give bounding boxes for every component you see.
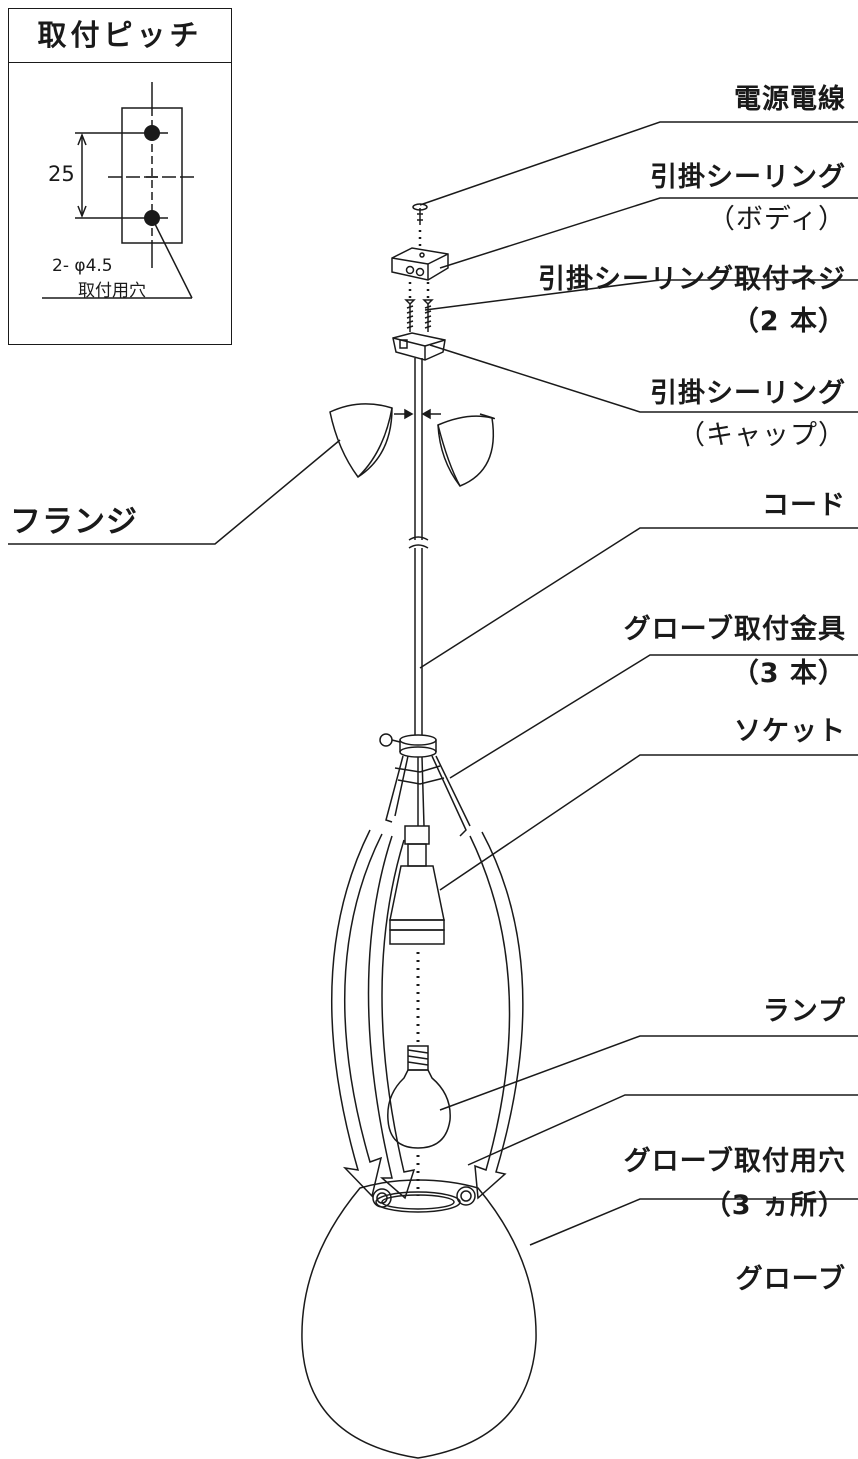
lamp-icon (387, 1045, 451, 1149)
mounting-screws-icon (404, 282, 434, 332)
globe-bracket-hub-icon (379, 733, 437, 758)
hole-spec: 2- φ4.5 (52, 256, 113, 276)
globe-bracket-wires-icon (385, 755, 471, 837)
label-globe-bracket-sub: （3 本） (731, 658, 846, 689)
label-mounting-screws-sub: （2 本） (731, 306, 846, 337)
label-socket: ソケット (734, 716, 846, 747)
leader-lines (8, 121, 858, 1246)
ceiling-cap-icon (392, 332, 446, 361)
label-ceiling-cap: 引掛シーリング (650, 378, 846, 409)
label-globe-holes-sub: （3 ヵ所） (703, 1190, 846, 1221)
cord-icon (408, 358, 429, 735)
power-cable-screw-icon (412, 203, 428, 225)
label-lamp: ランプ (762, 996, 846, 1027)
mounting-hole-dots-icon (144, 125, 160, 226)
label-mounting-screws: 引掛シーリング取付ネジ (538, 264, 846, 295)
assembly-arrows-icon (331, 829, 524, 1200)
flange-right-icon (437, 413, 495, 487)
label-ceiling-cap-sub: （キャップ） (678, 420, 846, 451)
label-ceiling-body: 引掛シーリング (650, 162, 846, 193)
label-cord: コード (762, 490, 846, 521)
mounting-pitch-panel: 取付ピッチ (8, 8, 232, 345)
globe-icon (301, 1179, 537, 1459)
label-flange: フランジ (10, 504, 138, 540)
label-globe-holes: グローブ取付用穴 (623, 1146, 846, 1177)
ceiling-body-icon (391, 247, 449, 281)
flange-left-icon (329, 403, 393, 479)
pitch-title: 取付ピッチ (9, 9, 231, 63)
pitch-dimension: 25 (48, 162, 75, 186)
hole-label: 取付用穴 (78, 281, 146, 301)
label-power-cable: 電源電線 (734, 84, 846, 115)
label-globe: グローブ (735, 1264, 846, 1295)
label-ceiling-body-sub: （ボディ） (707, 204, 846, 235)
globe-mounting-holes-icon (372, 1186, 476, 1208)
pitch-detail-drawing (42, 82, 196, 299)
flange-arrows-icon (394, 408, 441, 420)
label-globe-bracket: グローブ取付金具 (623, 614, 846, 645)
socket-icon (389, 825, 445, 945)
